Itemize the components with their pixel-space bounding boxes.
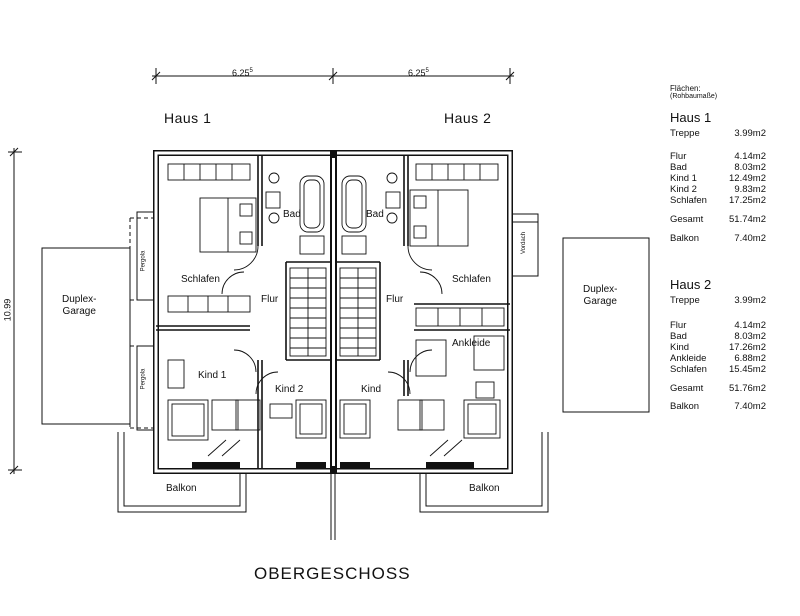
room-label-flur-haus2: Flur: [386, 294, 404, 305]
garage-label-right-line2: Garage: [583, 296, 617, 307]
balkon-right-outline: [419, 432, 549, 513]
room-label-kind2: Kind 2: [275, 384, 304, 395]
room-label-bad-haus1: Bad: [283, 209, 301, 220]
haus1-heading: Haus 1: [164, 110, 212, 126]
room-label-flur-haus1: Flur: [261, 294, 279, 305]
stairs-haus2: [339, 267, 377, 357]
areas-haus1-title: Haus 1: [670, 110, 712, 125]
room-label-schlafen-haus2: Schlafen: [452, 274, 491, 285]
garage-label-right: Duplex- Garage: [583, 284, 617, 308]
dimension-height: 10.99: [2, 298, 13, 322]
garage-label-left: Duplex- Garage: [62, 294, 96, 318]
pergola-label-bottom: Pergola: [140, 368, 147, 390]
haus2-heading: Haus 2: [444, 110, 492, 126]
stairs-haus1: [289, 267, 327, 357]
areas-header: Flächen:: [670, 84, 701, 93]
vordach-label: Vordach: [521, 231, 528, 255]
garage-label-right-line1: Duplex-: [583, 284, 618, 295]
garage-label-left-line1: Duplex-: [62, 294, 97, 305]
room-label-ankleide: Ankleide: [452, 338, 491, 349]
room-label-kind1: Kind 1: [198, 370, 227, 381]
room-label-bad-haus2: Bad: [366, 209, 384, 220]
room-label-kind-haus2: Kind: [361, 384, 382, 395]
dimension-top-left: 6.255: [232, 68, 253, 78]
areas-subheader: (Rohbaumaße): [670, 93, 718, 100]
left-dimension-line: [8, 147, 22, 475]
floor-title: OBERGESCHOSS: [254, 564, 411, 583]
dimension-top-right: 6.255: [408, 68, 429, 78]
pergola-label-top: Pergola: [140, 250, 147, 272]
garage-label-left-line2: Garage: [62, 306, 96, 317]
balkon-left-outline: [117, 432, 247, 513]
top-dimension-line: [151, 68, 515, 84]
room-label-balkon-haus2: Balkon: [469, 483, 500, 494]
garage-left-outline: [41, 247, 131, 425]
room-label-balkon-haus1: Balkon: [166, 483, 197, 494]
garage-right-outline: [562, 237, 650, 413]
room-label-schlafen-haus1: Schlafen: [181, 274, 220, 285]
areas-haus2-title: Haus 2: [670, 277, 712, 292]
